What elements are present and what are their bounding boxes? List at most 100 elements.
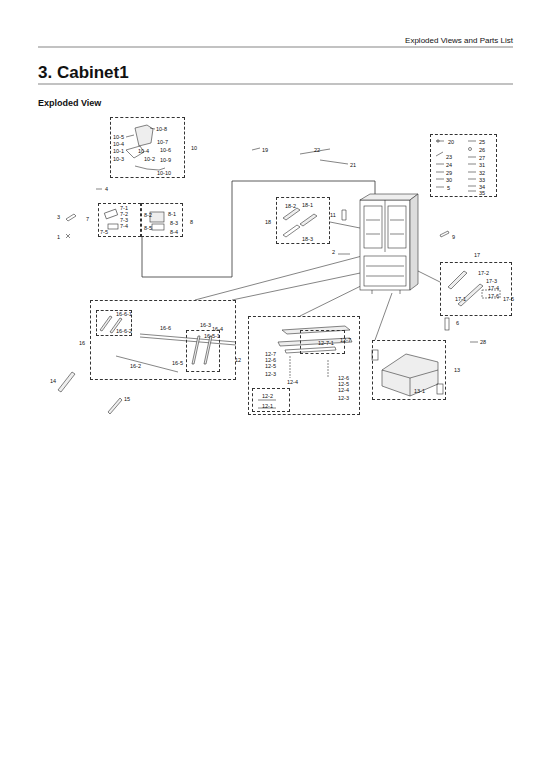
part-group-box: 16-6-1 16-6-2 [96, 310, 132, 336]
callout-number: 14 [50, 378, 56, 384]
callout-number: 26 [479, 147, 485, 153]
callout-number: 7-4 [120, 223, 128, 229]
callout-number: 8-4 [170, 229, 178, 235]
part-group-box: 1616-616-316-416-516-216-6-116-6-216-5-1 [90, 300, 236, 380]
part-group-box: 1313-1 [372, 340, 446, 400]
callout-number: 8-3 [170, 220, 178, 226]
callout-number: 12-7 [340, 337, 351, 343]
callout-number: 10-7 [157, 139, 168, 145]
callout-number: 12-7-1 [318, 340, 334, 346]
callout-number: 10 [191, 145, 197, 151]
callout-number: 12-7 [265, 351, 276, 357]
callout-number: 18-3 [302, 236, 313, 242]
callout-number: 16-6-2 [116, 328, 132, 334]
callout-number: 12-4 [338, 387, 349, 393]
callout-number: 16-5-1 [204, 333, 220, 339]
callout-number: 17-3 [486, 278, 497, 284]
callout-number: 10-1 [113, 148, 124, 154]
callout-number: 7-3 [120, 217, 128, 223]
callout-number: 29 [446, 170, 452, 176]
callout-number: 17 [474, 252, 480, 258]
page-title: 3. Cabinet1 [38, 63, 129, 83]
callout-number: 7-1 [120, 205, 128, 211]
callout-number: 12-5 [265, 363, 276, 369]
callout-number: 16-4 [212, 326, 223, 332]
callout-number: 3 [57, 214, 60, 220]
callout-number: 23 [446, 154, 452, 160]
part-group-box: 12-212-1 [252, 388, 290, 412]
callout-number: 10-10 [157, 170, 171, 176]
part-group-box: 12-7-1 [300, 330, 345, 354]
callout-number: 15 [124, 396, 130, 402]
callout-number: 1 [57, 234, 60, 240]
callout-number: 31 [479, 162, 485, 168]
callout-number: 12-6 [338, 375, 349, 381]
callout-number: 9 [452, 234, 455, 240]
callout-number: 6 [456, 320, 459, 326]
callout-number: 4 [105, 186, 108, 192]
callout-number: 2 [332, 249, 335, 255]
callout-number: 7-5 [100, 229, 108, 235]
callout-number: 21 [350, 162, 356, 168]
callout-number: 12-2 [262, 393, 273, 399]
callout-number: 12 [235, 357, 241, 363]
callout-number: 8-1 [168, 211, 176, 217]
part-group-box: 202526232724312932303334535 [430, 134, 497, 197]
callout-number: 17-5 [503, 296, 514, 302]
callout-number: 32 [479, 170, 485, 176]
callout-number: 16-6 [160, 325, 171, 331]
callout-number: 13 [454, 367, 460, 373]
callout-number: 10-6 [160, 147, 171, 153]
callout-number: 34 [479, 184, 485, 190]
callout-number: 18-1 [302, 202, 313, 208]
callout-number: 7-2 [120, 211, 128, 217]
callout-number: 27 [479, 155, 485, 161]
callout-number: 16-6-1 [116, 311, 132, 317]
part-group-box: 16-5-1 [186, 330, 220, 372]
callout-number: 10-8 [156, 126, 167, 132]
callout-number: 10-5 [113, 134, 124, 140]
part-group-box: 1818-218-118-3 [276, 197, 330, 244]
callout-number: 18-2 [285, 203, 296, 209]
callout-number: 10-3 [113, 156, 124, 162]
callout-number: 12-3 [265, 371, 276, 377]
callout-number: 30 [446, 177, 452, 183]
callout-number: 19 [262, 147, 268, 153]
callout-number: 12-4 [287, 379, 298, 385]
callout-number: 8 [190, 219, 193, 225]
callout-number: 5 [447, 185, 450, 191]
callout-number: 22 [314, 147, 320, 153]
callout-number: 13-1 [414, 388, 425, 394]
callout-number: 16-2 [130, 363, 141, 369]
part-group-box: 88-18-28-38-58-4 [141, 203, 183, 237]
callout-number: 10-4 [138, 148, 149, 154]
callout-number: 17-2 [478, 270, 489, 276]
page-header: Exploded Views and Parts List [405, 36, 513, 45]
callout-number: 35 [479, 190, 485, 196]
callout-number: 16-3 [200, 322, 211, 328]
callout-number: 10-2 [144, 156, 155, 162]
callout-number: 7 [86, 216, 89, 222]
callout-number: 12-6 [265, 357, 276, 363]
callout-number: 10-9 [160, 157, 171, 163]
callout-number: 33 [479, 177, 485, 183]
callout-number: 11 [330, 212, 336, 218]
callout-number: 17-4 [488, 285, 499, 291]
callout-number: 16 [79, 340, 85, 346]
callout-number: 8-2 [144, 212, 152, 218]
callout-number: 10-4 [113, 141, 124, 147]
part-group-box: 1717-217-317-417-117-617-5 [440, 262, 512, 316]
section-heading: Exploded View [38, 98, 101, 108]
callout-number: 12-5 [338, 381, 349, 387]
callout-number: 8-5 [144, 225, 152, 231]
callout-number: 12-3 [338, 395, 349, 401]
part-group-box: 1212-712-612-512-312-412-712-612-512-412… [248, 316, 360, 415]
part-group-box: 77-17-27-37-47-5 [98, 203, 141, 237]
callout-number: 17-6 [488, 293, 499, 299]
callout-number: 17-1 [455, 296, 466, 302]
callout-number: 24 [446, 162, 452, 168]
callout-number: 16-5 [172, 360, 183, 366]
callout-number: 20 [448, 139, 454, 145]
callout-number: 28 [480, 339, 486, 345]
